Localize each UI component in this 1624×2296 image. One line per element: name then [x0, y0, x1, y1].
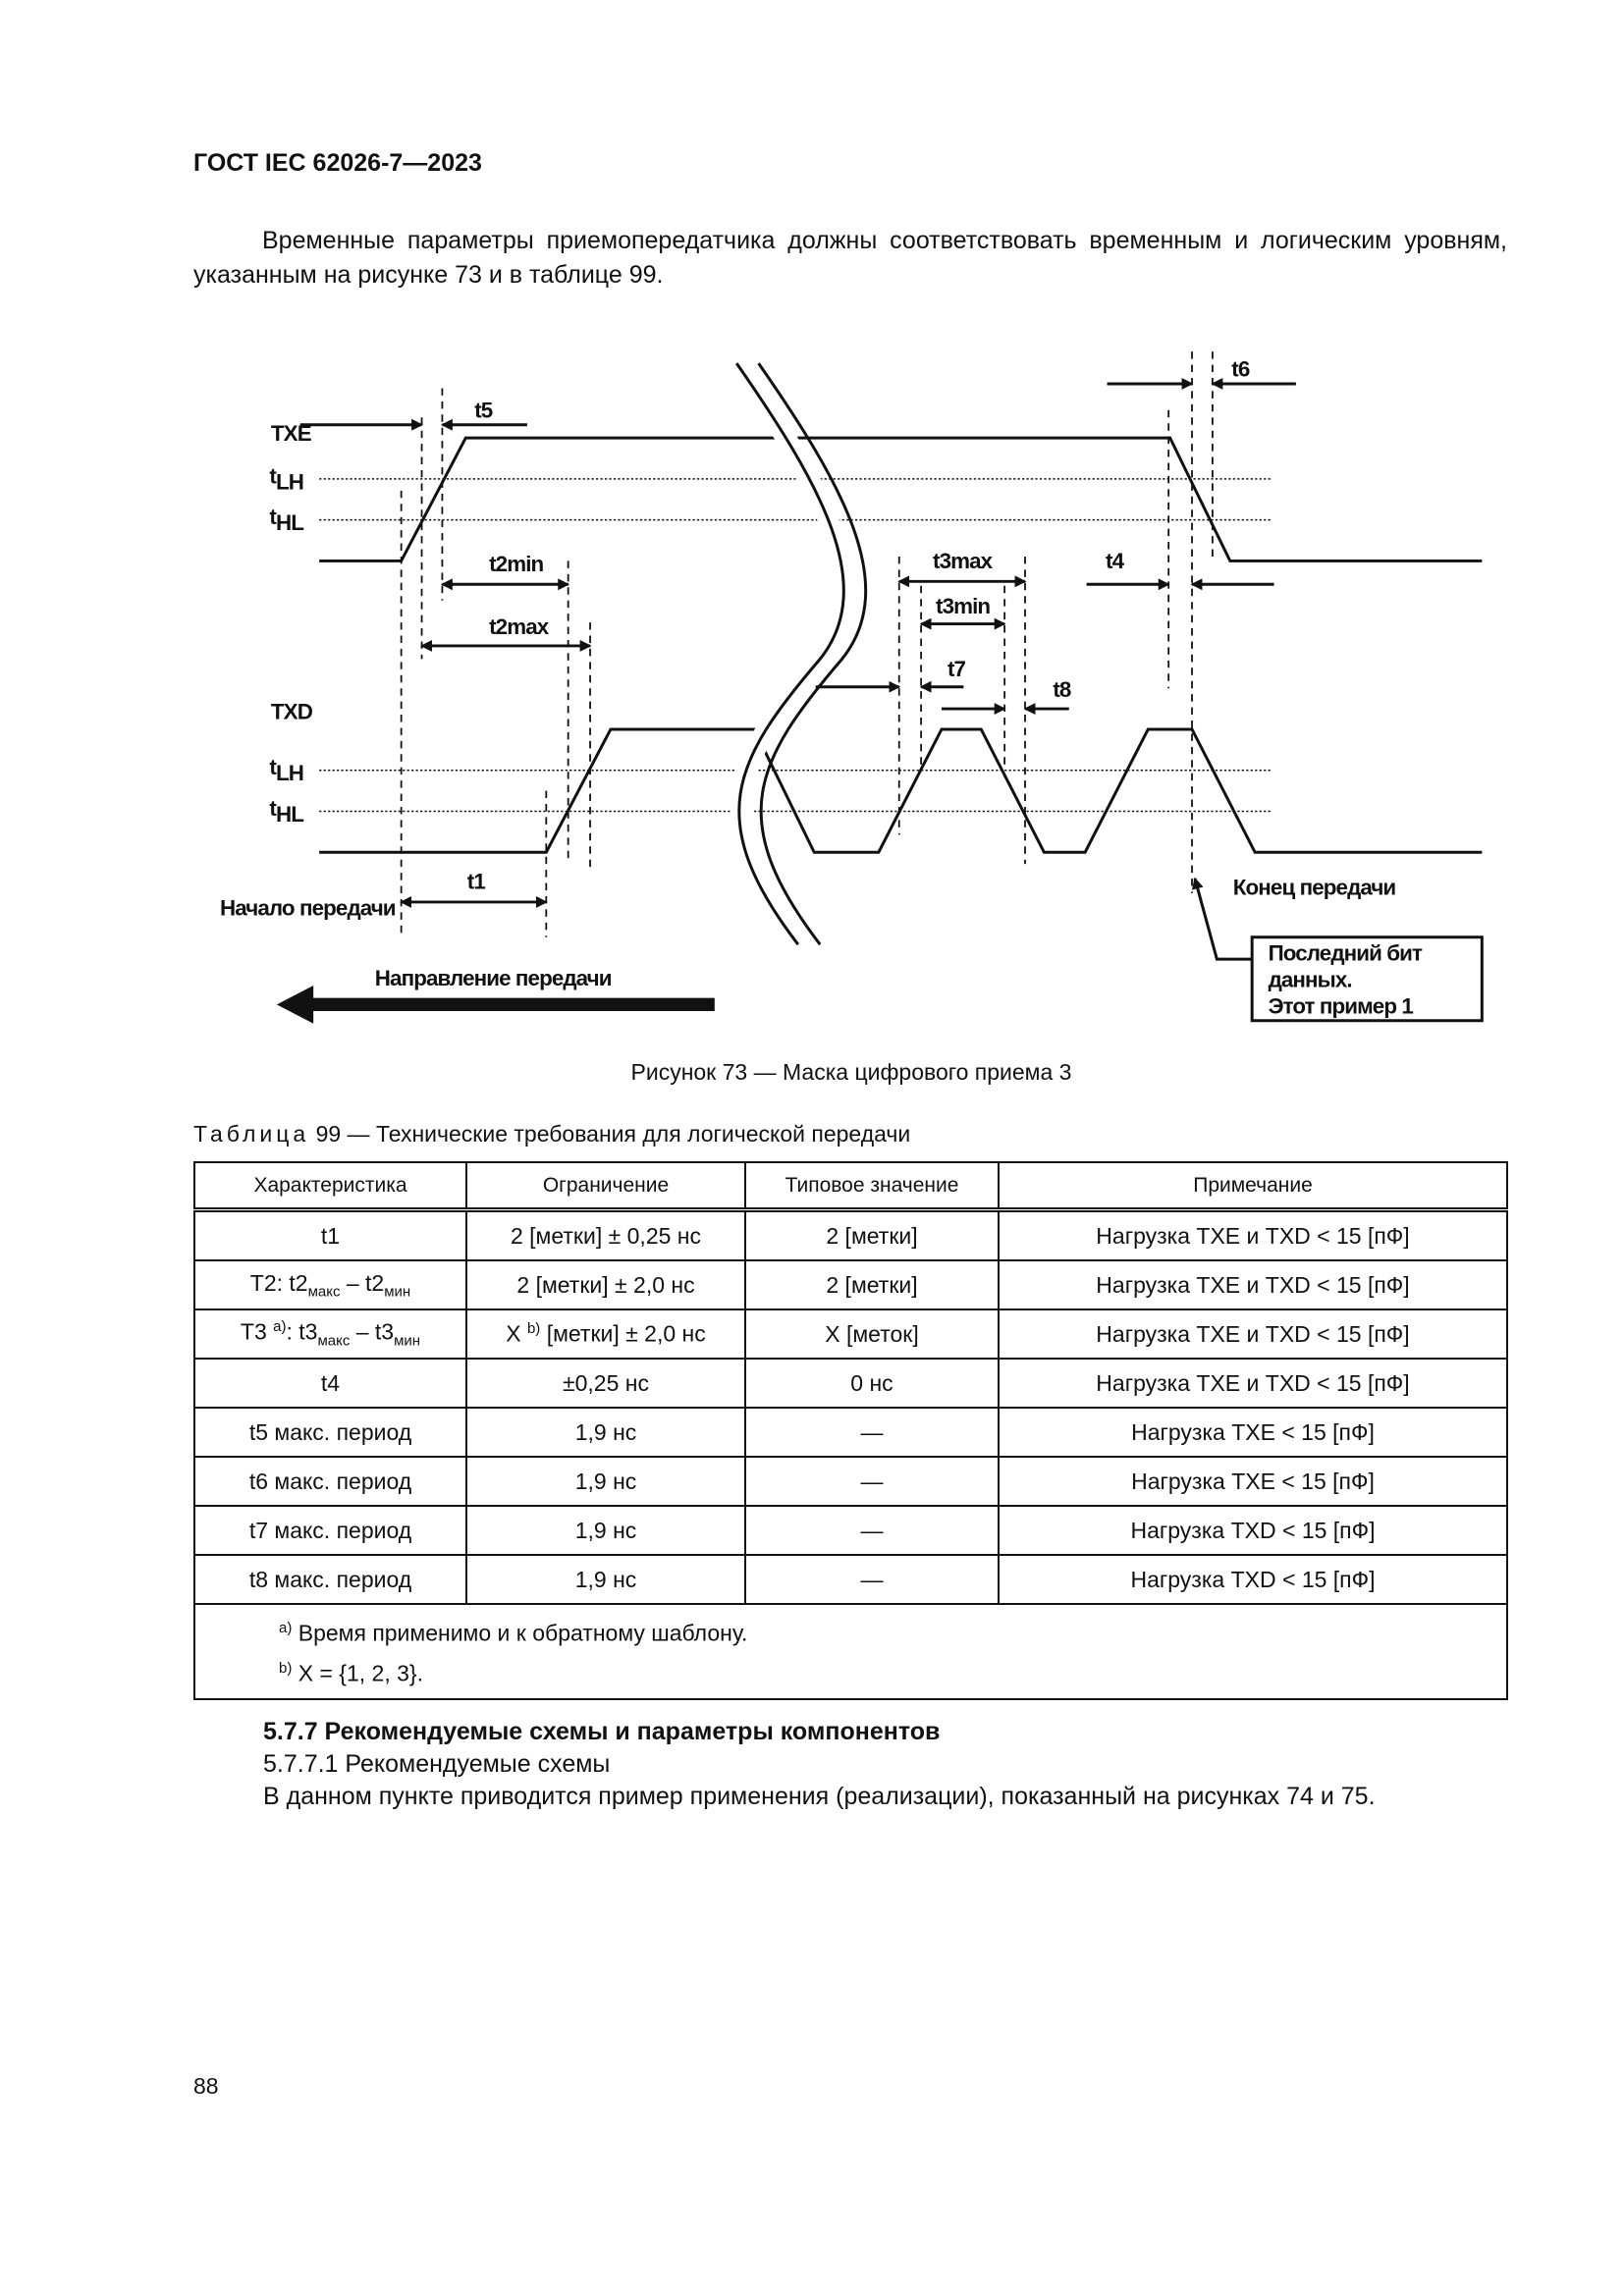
cell: — [744, 1407, 1000, 1458]
cell: Нагрузка TXE и TXD < 15 [пФ] [998, 1208, 1508, 1261]
t2min-label: t2min [489, 552, 543, 576]
section-heading: 5.7.7 Рекомендуемые схемы и параметры ко… [263, 1718, 941, 1745]
cell: Нагрузка TXD < 15 [пФ] [998, 1554, 1508, 1605]
thl-label: tHL [269, 796, 303, 827]
note-line: Последний бит [1269, 941, 1423, 966]
t7-label: t7 [947, 657, 966, 681]
cell: X b) [метки] ± 2,0 нс [465, 1308, 746, 1360]
table-row: t7 макс. период 1,9 нс — Нагрузка TXD < … [193, 1505, 1508, 1556]
table-row: t5 макс. период 1,9 нс — Нагрузка TXE < … [193, 1407, 1508, 1458]
table-row: t1 2 [метки] ± 0,25 нс 2 [метки] Нагрузк… [193, 1208, 1508, 1261]
note-line: данных. [1269, 967, 1352, 991]
cell: Нагрузка TXE и TXD < 15 [пФ] [998, 1308, 1508, 1360]
table-row: t6 макс. период 1,9 нс — Нагрузка TXE < … [193, 1456, 1508, 1507]
cell: T3 а): t3макс – t3мин [193, 1308, 467, 1360]
cell: t7 макс. период [193, 1505, 467, 1556]
cell: t6 макс. период [193, 1456, 467, 1507]
table-notes: а) Время применимо и к обратному шаблону… [193, 1602, 1508, 1701]
cell: t8 макс. период [193, 1554, 467, 1605]
cell: 2 [метки] ± 0,25 нс [465, 1208, 746, 1261]
cell: Нагрузка TXE и TXD < 15 [пФ] [998, 1259, 1508, 1310]
cell: Нагрузка TXE < 15 [пФ] [998, 1456, 1508, 1507]
break-curve-1 [728, 357, 854, 952]
table-row: T2: t2макс – t2мин 2 [метки] ± 2,0 нс 2 … [193, 1259, 1508, 1310]
header-cell: Ограничение [465, 1161, 746, 1212]
cell: 1,9 нс [465, 1505, 746, 1556]
t4-label: t4 [1106, 549, 1125, 573]
intro-paragraph: Временные параметры приемопередатчика до… [193, 227, 1507, 289]
note-pointer [1192, 877, 1253, 961]
document-header: ГОСТ IEC 62026-7—2023 [193, 149, 482, 177]
end-label: Конец передачи [1233, 875, 1396, 899]
section-text: В данном пункте приводится пример примен… [263, 1783, 1376, 1810]
note-box [1250, 935, 1484, 1023]
table-notes-row: а) Время применимо и к обратному шаблону… [193, 1602, 1508, 1701]
t8-label: t8 [1053, 677, 1071, 702]
subsection-heading: 5.7.7.1 Рекомендуемые схемы [263, 1750, 611, 1778]
cell: 1,9 нс [465, 1407, 746, 1458]
txe-waveform [319, 436, 1483, 562]
txd-waveform [319, 727, 1483, 854]
table-header-row: Характеристика Ограничение Типовое значе… [193, 1161, 1508, 1212]
t6-label: t6 [1231, 357, 1250, 382]
cell: 0 нс [744, 1358, 1000, 1409]
cell: ±0,25 нс [465, 1358, 746, 1409]
direction-arrow-head [276, 985, 314, 1024]
table-row: t8 макс. период 1,9 нс — Нагрузка TXD < … [193, 1554, 1508, 1605]
cell: 2 [метки] [744, 1208, 1000, 1261]
t2max-label: t2max [489, 614, 550, 639]
t3max-label: t3max [933, 549, 994, 573]
page-number: 88 [193, 2073, 219, 2099]
requirements-table: Характеристика Ограничение Типовое значе… [193, 1161, 1508, 1701]
tlh-label: tLH [269, 755, 303, 785]
cell: t4 [193, 1358, 467, 1409]
txe-label: TXE [271, 421, 312, 446]
t5-label: t5 [474, 398, 493, 422]
start-label: Начало передачи [220, 895, 396, 920]
cell: Нагрузка TXD < 15 [пФ] [998, 1505, 1508, 1556]
cell: — [744, 1456, 1000, 1507]
dimension-arrows [299, 378, 1296, 961]
t3min-label: t3min [936, 594, 990, 618]
cell: T2: t2макс – t2мин [193, 1259, 467, 1310]
table-caption: Таблица 99 — Технические требования для … [193, 1121, 911, 1147]
header-cell: Характеристика [193, 1161, 467, 1212]
footnote-b: b) X = {1, 2, 3}. [279, 1659, 423, 1686]
header-cell: Примечание [998, 1161, 1508, 1212]
cell: — [744, 1554, 1000, 1605]
table-row: T3 а): t3макс – t3мин X b) [метки] ± 2,0… [193, 1308, 1508, 1360]
cell: t1 [193, 1208, 467, 1261]
table-row: t4 ±0,25 нс 0 нс Нагрузка TXE и TXD < 15… [193, 1358, 1508, 1409]
cell: Нагрузка TXE и TXD < 15 [пФ] [998, 1358, 1508, 1409]
cell: — [744, 1505, 1000, 1556]
cell: 1,9 нс [465, 1554, 746, 1605]
cell: X [меток] [744, 1308, 1000, 1360]
cell: 2 [метки] [744, 1259, 1000, 1310]
footnote-a: а) Время применимо и к обратному шаблону… [279, 1620, 748, 1646]
header-cell: Типовое значение [744, 1161, 1000, 1212]
thl-label: tHL [269, 505, 303, 535]
break-curve-2 [757, 362, 868, 946]
tlh-label: tLH [269, 463, 303, 494]
note-line: Этот пример 1 [1269, 993, 1414, 1018]
cell: Нагрузка TXE < 15 [пФ] [998, 1407, 1508, 1458]
cell: t5 макс. период [193, 1407, 467, 1458]
direction-label: Направление передачи [375, 966, 612, 990]
figure-caption: Рисунок 73 — Маска цифрового приема 3 [630, 1059, 1072, 1085]
txd-label: TXD [271, 700, 313, 724]
cell: 2 [метки] ± 2,0 нс [465, 1259, 746, 1310]
t1-label: t1 [467, 870, 486, 894]
cell: 1,9 нс [465, 1456, 746, 1507]
